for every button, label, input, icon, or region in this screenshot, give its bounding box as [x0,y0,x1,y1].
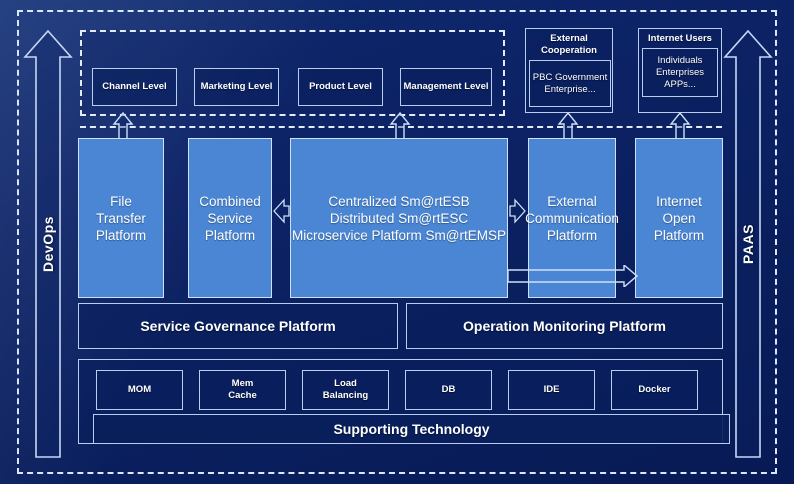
consumer-box-marketing-level[interactable]: Marketing Level [194,68,279,106]
platform-esb-line3: Microservice Platform Sm@rtEMSP [292,227,506,243]
esb-up-arrow [389,112,411,140]
platform-combined-service-line1: Combined [199,193,261,209]
platform-file-transfer-line1: File [110,193,132,209]
consumer-box-product-level[interactable]: Product Level [298,68,383,106]
file-transfer-up-arrow [112,112,134,140]
external-cooperation-inner-box: PBC Government Enterprise... [529,60,611,107]
platform-file-transfer[interactable]: File Transfer Platform [78,138,164,298]
platform-external-communication-line2: Communication [525,210,619,226]
consumer-box-channel-level-label: Channel Level [102,81,167,92]
outer-dashed-frame [17,10,777,474]
internet-users-inner-box: Individuals Enterprises APPs... [642,48,718,97]
supporting-technology-bar[interactable]: Supporting Technology [93,414,730,444]
consumer-box-channel-level[interactable]: Channel Level [92,68,177,106]
devops-arrow-label: DevOps [40,216,56,272]
consumer-box-management-level[interactable]: Management Level [400,68,492,106]
internet-users-up-arrow [669,112,691,140]
operation-monitoring-platform-label: Operation Monitoring Platform [463,317,666,334]
supporting-tech-item-mem-cache[interactable]: Mem Cache [199,370,286,410]
external-cooperation-inner-label: PBC Government Enterprise... [532,71,608,95]
supporting-tech-item-docker[interactable]: Docker [611,370,698,410]
internet-users-title: Internet Users [648,33,712,44]
internet-users-box[interactable]: Internet Users Individuals Enterprises A… [638,28,722,113]
platform-file-transfer-line2: Transfer [96,210,146,226]
platform-esb-suite[interactable]: Centralized Sm@rtESB Distributed Sm@rtES… [290,138,508,298]
paas-arrow: PAAS [722,28,774,460]
platform-combined-service[interactable]: Combined Service Platform [188,138,272,298]
supporting-tech-item-ide[interactable]: IDE [508,370,595,410]
supporting-tech-item-load-balancing-line2: Balancing [322,390,369,401]
external-cooperation-title: External Cooperation [541,33,597,56]
platform-external-communication-line3: Platform [546,227,598,243]
platform-file-transfer-line3: Platform [95,227,147,243]
supporting-tech-item-db[interactable]: DB [405,370,492,410]
internet-users-inner-label: Individuals Enterprises APPs... [655,54,705,90]
platform-combined-service-line2: Service [207,210,253,226]
supporting-tech-item-load-balancing-line1: Load [334,378,357,389]
supporting-tech-item-docker-label: Docker [638,384,671,395]
consumer-box-management-level-label: Management Level [403,81,489,92]
platform-internet-open-line3: Platform [653,227,705,243]
paas-arrow-label: PAAS [740,224,756,264]
supporting-tech-item-ide-label: IDE [543,384,560,395]
operation-monitoring-platform[interactable]: Operation Monitoring Platform [406,303,723,349]
esb-to-internet-open-arrow [508,265,638,287]
devops-arrow: DevOps [22,28,74,460]
platform-esb-line2: Distributed Sm@rtESC [329,210,469,226]
platform-esb-line1: Centralized Sm@rtESB [328,193,470,209]
platform-internet-open-line1: Internet [656,193,702,209]
service-governance-platform-label: Service Governance Platform [140,317,336,334]
platform-external-communication[interactable]: External Communication Platform [525,138,619,298]
platform-internet-open[interactable]: Internet Open Platform [635,138,723,298]
platform-combined-service-line3: Platform [204,227,256,243]
supporting-tech-item-mem-cache-line1: Mem [231,378,254,389]
supporting-tech-item-load-balancing[interactable]: Load Balancing [302,370,389,410]
platform-internet-open-line2: Open [662,210,696,226]
layer-separator-dashed-line [80,126,722,128]
consumer-box-marketing-level-label: Marketing Level [200,81,273,92]
platform-external-communication-line1: External [547,193,597,209]
supporting-tech-item-mom-label: MOM [127,384,152,395]
supporting-technology-bar-label: Supporting Technology [333,420,490,437]
service-governance-platform[interactable]: Service Governance Platform [78,303,398,349]
esb-to-external-arrow [509,198,526,224]
supporting-tech-item-mem-cache-line2: Cache [228,390,257,401]
external-cooperation-box[interactable]: External Cooperation PBC Government Ente… [525,28,613,113]
combined-to-esb-arrow [273,198,290,224]
supporting-tech-item-mom[interactable]: MOM [96,370,183,410]
supporting-tech-item-db-label: DB [441,384,456,395]
consumer-box-product-level-label: Product Level [309,81,372,92]
external-coop-up-arrow [557,112,579,140]
